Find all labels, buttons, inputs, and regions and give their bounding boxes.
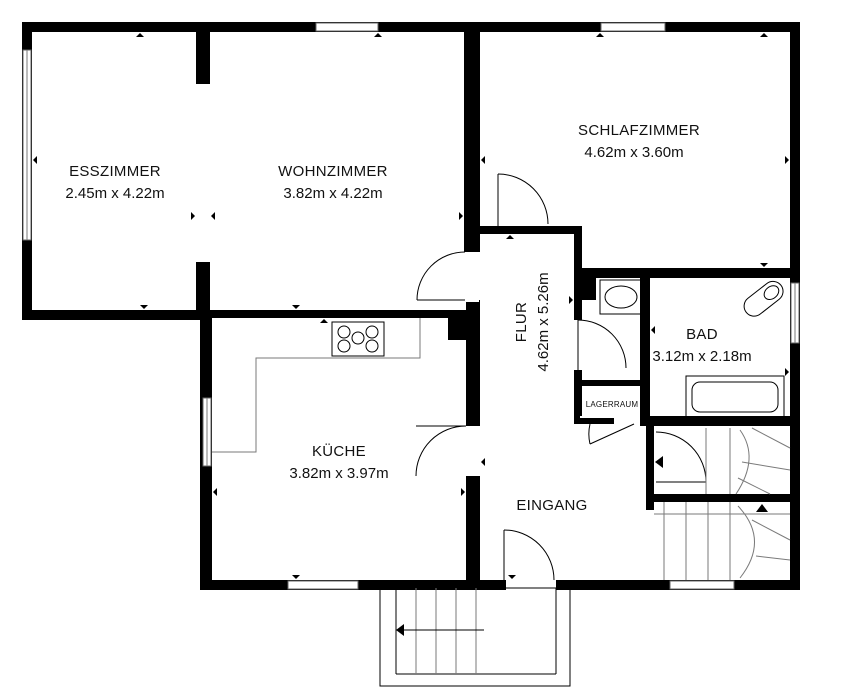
wohnzimmer-dims: 3.82m x 4.22m [283, 185, 382, 202]
interior-stairs [654, 427, 791, 580]
esszimmer-dims: 2.45m x 4.22m [65, 185, 164, 202]
room-labels: ESSZIMMER 2.45m x 4.22m WOHNZIMMER 3.82m… [65, 122, 751, 514]
flur-dims: 4.62m x 5.26m [535, 272, 552, 371]
doors [415, 173, 707, 590]
interior-walls [196, 22, 800, 590]
windows [22, 22, 800, 590]
kitchen-counter [212, 318, 421, 453]
lagerraum-name: LAGERRAUM [586, 400, 639, 409]
schlafzimmer-dims: 4.62m x 3.60m [584, 144, 683, 161]
kueche-dims: 3.82m x 3.97m [289, 465, 388, 482]
outer-walls [22, 22, 800, 590]
eingang-name: EINGANG [516, 497, 587, 514]
tick-marks [33, 33, 789, 579]
schlafzimmer-name: SCHLAFZIMMER [578, 122, 700, 139]
bad-name: BAD [686, 326, 718, 343]
bathroom-fixtures [599, 279, 785, 419]
esszimmer-name: ESSZIMMER [69, 163, 161, 180]
bad-dims: 3.12m x 2.18m [652, 348, 751, 365]
entrance-steps [379, 587, 571, 687]
flur-name: FLUR [513, 302, 530, 342]
stove-burners [337, 325, 379, 353]
kueche-name: KÜCHE [312, 442, 366, 460]
wohnzimmer-name: WOHNZIMMER [278, 163, 388, 180]
